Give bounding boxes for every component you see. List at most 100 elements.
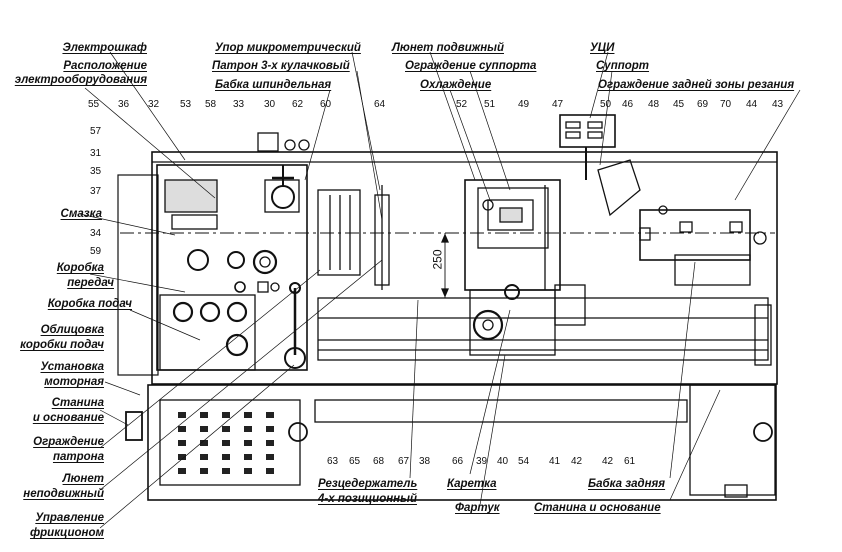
label-ograzhd-support: Ограждение суппорта xyxy=(405,60,537,72)
label-elektroshkaf: Электрошкаф xyxy=(62,42,147,54)
grid-square xyxy=(222,426,230,432)
label-oblicovka-1: Облицовка xyxy=(40,324,104,336)
ref-number-bottom-1: 65 xyxy=(349,456,361,467)
grid-square xyxy=(244,440,252,446)
ref-number-bottom-3: 67 xyxy=(398,456,410,467)
ref-number-top-10: 52 xyxy=(456,99,468,110)
ref-number-left-5: 59 xyxy=(90,246,102,257)
grid-square xyxy=(178,454,186,460)
grid-square xyxy=(266,468,274,474)
label-babka-zadnyaya: Бабка задняя xyxy=(588,478,666,490)
label-rezcederzhatel-2: 4-х позиционный xyxy=(318,493,417,505)
ref-number-top-4: 58 xyxy=(205,99,217,110)
grid-square xyxy=(178,440,186,446)
label-ograzhd-zadney: Ограждение задней зоны резания xyxy=(598,79,795,91)
grid-square xyxy=(222,454,230,460)
label-stanina-osnovanie: Станина и основание xyxy=(534,502,661,514)
tailstock xyxy=(639,209,751,261)
ref-number-left-1: 31 xyxy=(90,148,102,159)
ref-number-left-0: 57 xyxy=(90,126,102,137)
label-support: Суппорт xyxy=(596,60,650,72)
grid-square xyxy=(178,412,186,418)
ref-number-bottom-12: 61 xyxy=(624,456,636,467)
ref-number-top-20: 44 xyxy=(746,99,758,110)
bed-rails xyxy=(317,297,769,361)
ref-number-top-9: 64 xyxy=(374,99,386,110)
label-upor: Упор микрометрический xyxy=(215,42,361,54)
grid-square xyxy=(200,468,208,474)
grid-square xyxy=(222,440,230,446)
grid-square xyxy=(200,412,208,418)
label-ograzhd-patrona-1: Ограждение xyxy=(33,436,104,448)
uci-display xyxy=(559,114,616,148)
base xyxy=(147,384,777,501)
label-upravlenie-2: фрикционом xyxy=(29,527,104,539)
ref-number-bottom-0: 63 xyxy=(327,456,339,467)
label-babka-shpindel: Бабка шпиндельная xyxy=(215,79,332,91)
label-oblicovka-2: коробки подач xyxy=(20,339,104,351)
ref-number-bottom-6: 39 xyxy=(476,456,488,467)
label-stanina-2: и основание xyxy=(32,412,104,424)
ref-number-top-1: 36 xyxy=(118,99,130,110)
grid-square xyxy=(266,454,274,460)
grid-square xyxy=(200,454,208,460)
grid-square xyxy=(178,426,186,432)
label-raspolozhenie-2: электрооборудования xyxy=(14,74,147,86)
label-patron: Патрон 3-х кулачковый xyxy=(212,60,350,72)
label-karetka: Каретка xyxy=(447,478,497,490)
grid-square xyxy=(266,440,274,446)
label-korobka-per-1: Коробка xyxy=(56,262,104,274)
ref-number-bottom-2: 68 xyxy=(373,456,385,467)
ref-number-top-11: 51 xyxy=(484,99,496,110)
dimension-250: 250 xyxy=(430,249,445,270)
label-raspolozhenie-1: Расположение xyxy=(63,60,147,72)
ref-number-bottom-8: 54 xyxy=(518,456,530,467)
grid-square xyxy=(266,412,274,418)
label-fartuk: Фартук xyxy=(455,502,500,514)
label-smazka: Смазка xyxy=(60,208,102,220)
label-rezcederzhatel-1: Резцедержатель xyxy=(318,478,418,490)
grid-square xyxy=(222,412,230,418)
label-uci: УЦИ xyxy=(590,42,615,54)
chuck-guard xyxy=(317,189,361,276)
grid-square xyxy=(222,468,230,474)
ref-number-top-0: 55 xyxy=(88,99,100,110)
label-stanina-1: Станина xyxy=(51,397,104,409)
grid-square xyxy=(244,454,252,460)
label-lyunet-nepodv-1: Люнет xyxy=(62,473,104,485)
feed-box xyxy=(159,294,256,371)
ref-number-bottom-4: 38 xyxy=(419,456,431,467)
ref-number-bottom-9: 41 xyxy=(549,456,561,467)
ref-number-top-21: 43 xyxy=(772,99,784,110)
grid-square xyxy=(244,426,252,432)
label-korobka-podach: Коробка подач xyxy=(47,298,132,310)
ref-number-left-4: 34 xyxy=(90,228,102,239)
ref-number-left-2: 35 xyxy=(90,166,102,177)
grid-square xyxy=(178,468,186,474)
base-control-grid xyxy=(178,412,274,474)
ref-number-top-2: 32 xyxy=(148,99,160,110)
ref-number-top-19: 70 xyxy=(720,99,732,110)
grid-square xyxy=(200,440,208,446)
ref-number-left-3: 37 xyxy=(90,186,102,197)
ref-number-bottom-7: 40 xyxy=(497,456,509,467)
carriage xyxy=(464,179,561,291)
label-ustanovka-2: моторная xyxy=(44,376,104,388)
ref-number-top-15: 46 xyxy=(622,99,634,110)
ref-number-top-3: 53 xyxy=(180,99,192,110)
ref-number-top-5: 33 xyxy=(233,99,245,110)
label-ograzhd-patrona-2: патрона xyxy=(52,451,104,463)
grid-square xyxy=(266,426,274,432)
ref-number-top-16: 48 xyxy=(648,99,660,110)
ref-number-top-14: 50 xyxy=(600,99,612,110)
ref-number-top-8: 60 xyxy=(320,99,332,110)
ref-number-top-7: 62 xyxy=(292,99,304,110)
ref-number-bottom-5: 66 xyxy=(452,456,464,467)
label-korobka-per-2: передач xyxy=(67,277,114,289)
ref-number-top-13: 47 xyxy=(552,99,564,110)
label-lyunet-podv: Люнет подвижный xyxy=(392,42,504,54)
ref-number-top-12: 49 xyxy=(518,99,530,110)
label-upravlenie-1: Управление xyxy=(35,512,104,524)
